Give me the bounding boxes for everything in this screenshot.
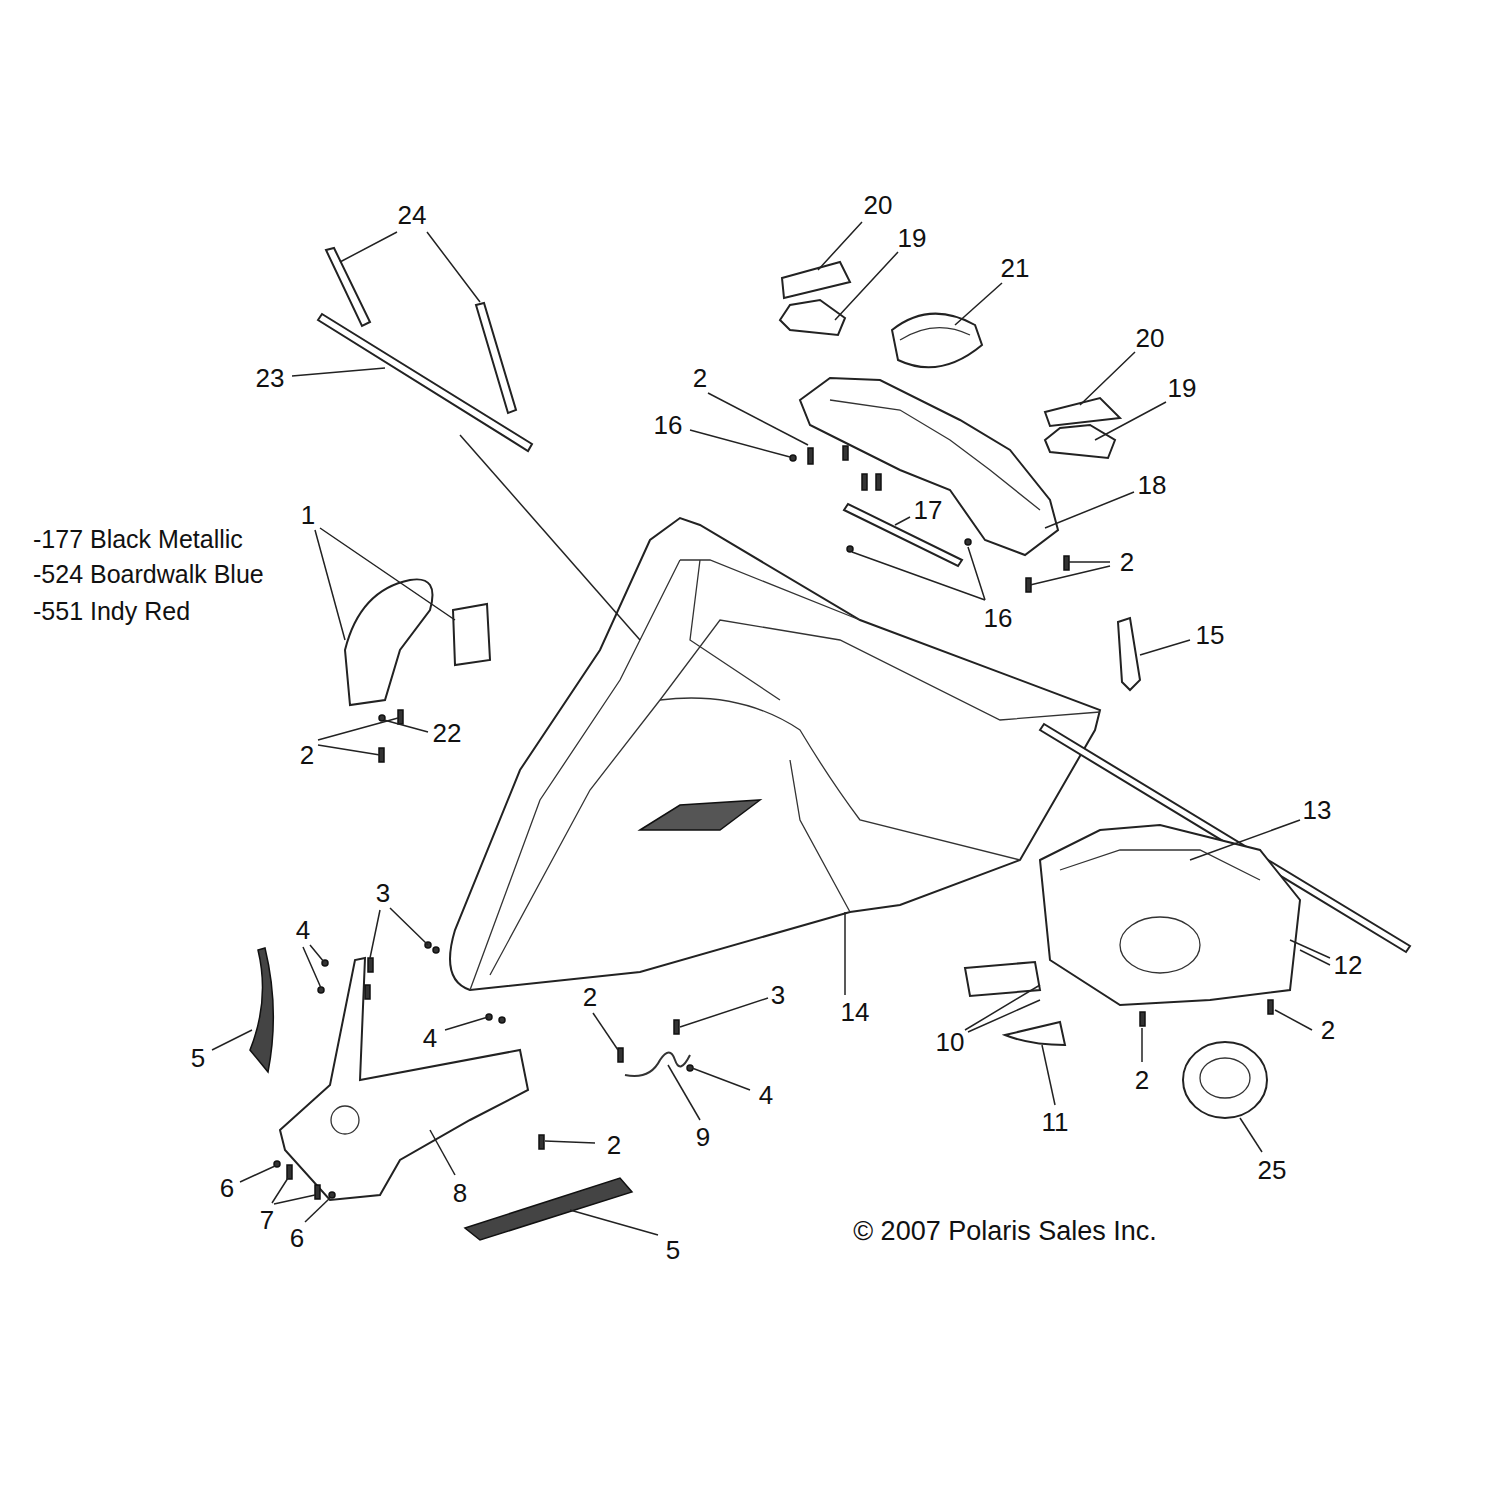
color-option-note: -524 Boardwalk Blue (33, 561, 264, 589)
callout-number: 2 (300, 741, 314, 770)
callout-number: 15 (1196, 621, 1225, 650)
callout-number: 1 (301, 501, 315, 530)
callout-number: 23 (256, 364, 285, 393)
callout-number: 25 (1258, 1156, 1287, 1185)
callout-number: 5 (191, 1044, 205, 1073)
callout-number: 17 (914, 496, 943, 525)
callout-number: 22 (433, 719, 462, 748)
callout-number: 10 (936, 1028, 965, 1057)
callout-number: 6 (290, 1224, 304, 1253)
callout-number: 9 (696, 1123, 710, 1152)
callout-number: 12 (1334, 951, 1363, 980)
callout-number: 11 (1042, 1108, 1069, 1137)
callout-number: 20 (1136, 324, 1165, 353)
callout-number: 2 (1135, 1066, 1149, 1095)
color-option-note: -177 Black Metallic (33, 526, 243, 554)
color-option-note: -551 Indy Red (33, 598, 190, 626)
callout-number: 19 (1168, 374, 1197, 403)
callout-number: 18 (1138, 471, 1167, 500)
copyright-note: © 2007 Polaris Sales Inc. (853, 1217, 1157, 1247)
callout-number: 16 (654, 411, 683, 440)
callout-number: 16 (984, 604, 1013, 633)
callout-number: 20 (864, 191, 893, 220)
callout-number: 2 (1120, 548, 1134, 577)
callout-number: 19 (898, 224, 927, 253)
callout-number: 21 (1001, 254, 1030, 283)
callout-number: 4 (296, 916, 310, 945)
callout-number: 24 (398, 201, 427, 230)
callout-number: 13 (1303, 796, 1332, 825)
callout-number: 8 (453, 1179, 467, 1208)
callout-number: 4 (423, 1024, 437, 1053)
callout-number: 4 (759, 1081, 773, 1110)
callout-number: 7 (260, 1206, 274, 1235)
callout-number: 3 (771, 981, 785, 1010)
callout-number: 2 (583, 983, 597, 1012)
callout-number: 2 (1321, 1016, 1335, 1045)
callout-number: 5 (666, 1236, 680, 1265)
callout-number: 6 (220, 1174, 234, 1203)
callout-number: 14 (841, 998, 870, 1027)
callout-number: 3 (376, 879, 390, 908)
callout-number: 2 (693, 364, 707, 393)
callout-number: 2 (607, 1131, 621, 1160)
